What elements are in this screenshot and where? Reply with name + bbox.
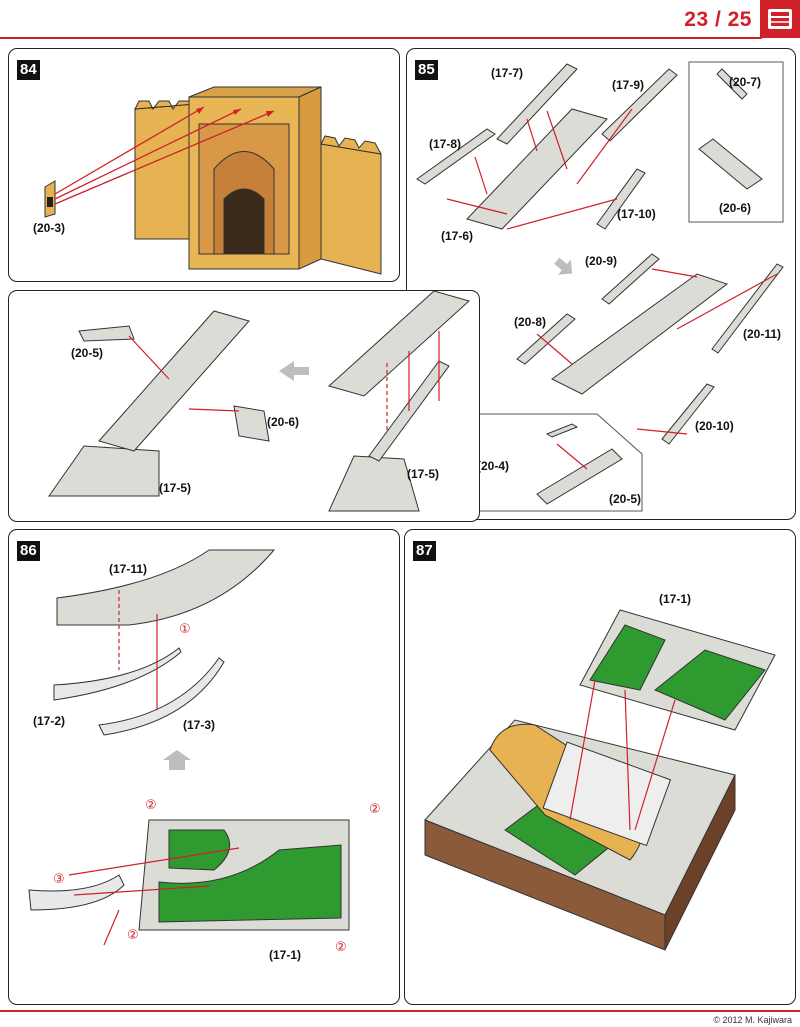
- step-87-panel: 87 (17-1): [404, 529, 796, 1005]
- step-84-panel: 84 (20-3): [8, 48, 400, 282]
- part-label: (17-9): [612, 78, 645, 92]
- part-label: (20-7): [729, 75, 762, 89]
- step-85-continued-panel: (20-5) (20-6) (17-5) (17-5): [8, 290, 480, 522]
- step-86-panel: 86 (17-11) (17-2) (17-3) (17-1) ① ② ② ③ …: [8, 529, 400, 1005]
- part-label: (17-3): [183, 718, 216, 732]
- copyright: © 2012 M. Kajiwara: [713, 1015, 792, 1025]
- part-label: (20-3): [33, 221, 66, 235]
- order-mark: ①: [179, 622, 191, 637]
- part-label: (20-8): [514, 315, 547, 329]
- part-label: (17-7): [491, 66, 524, 80]
- stair-fitting-illustration: [48, 291, 471, 512]
- gate-illustration: [44, 86, 382, 275]
- book-icon: [768, 9, 792, 29]
- part-label: (17-8): [429, 137, 462, 151]
- step-number: 87: [413, 541, 436, 561]
- stair-assembly-illustration: [416, 61, 784, 512]
- page-number: 23 / 25: [684, 8, 752, 31]
- order-mark: ②: [127, 928, 139, 943]
- base-edge-illustration: [28, 549, 350, 946]
- part-label: (17-1): [659, 592, 692, 606]
- part-label: (20-6): [267, 415, 300, 429]
- step-number: 84: [17, 60, 40, 80]
- part-label: (20-10): [695, 419, 734, 433]
- step-85-panel: 85 (17-7) (17-9) (17-8) (17-6) (17-10) (…: [406, 48, 796, 520]
- part-label: (20-4): [477, 459, 510, 473]
- part-label: (17-1): [269, 948, 302, 962]
- part-label: (17-5): [159, 481, 192, 495]
- part-label: (20-5): [71, 346, 104, 360]
- part-label: (17-6): [441, 229, 474, 243]
- book-button[interactable]: [760, 0, 800, 38]
- order-mark: ②: [145, 798, 157, 813]
- footer-rule: [0, 1010, 800, 1012]
- step-number: 86: [17, 541, 40, 561]
- part-label: (17-2): [33, 714, 66, 728]
- part-label: (20-9): [585, 254, 618, 268]
- step-number: 85: [415, 60, 438, 80]
- part-label: (20-5): [609, 492, 642, 506]
- order-mark: ②: [335, 940, 347, 955]
- order-mark: ③: [53, 872, 65, 887]
- part-label: (17-10): [617, 207, 656, 221]
- order-mark: ②: [369, 802, 381, 817]
- base-assembly-illustration: [424, 609, 776, 951]
- part-label: (17-5): [407, 467, 440, 481]
- header-rule: [0, 37, 762, 39]
- part-label: (20-6): [719, 201, 752, 215]
- part-label: (17-11): [109, 562, 148, 576]
- part-label: (20-11): [743, 327, 782, 341]
